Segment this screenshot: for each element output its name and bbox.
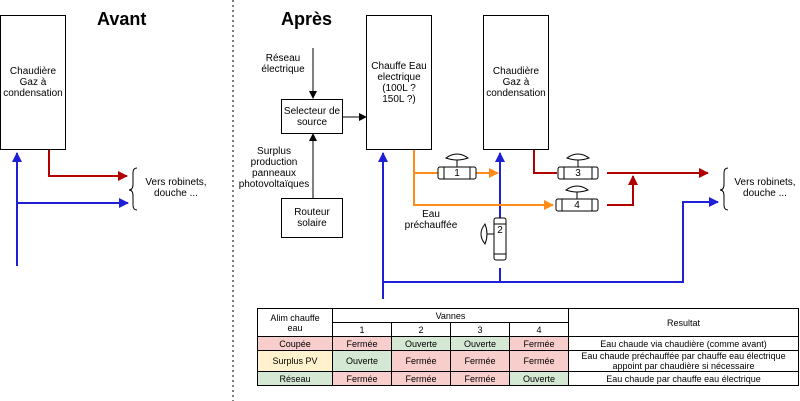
feed-cell: Surplus PV bbox=[257, 350, 333, 372]
header-valve-4: 4 bbox=[509, 322, 569, 337]
feed-cell: Réseau bbox=[257, 371, 333, 386]
preheated-label: Eau préchauffée bbox=[404, 209, 458, 231]
result-cell: Eau chaude préchauffée par chauffe eau é… bbox=[568, 350, 799, 372]
water-heater-box: Chauffe Eau electrique (100L ? 150L ?) bbox=[366, 15, 432, 150]
valve-2-label: 2 bbox=[497, 225, 503, 236]
hot-pipe-after-boiler bbox=[533, 150, 557, 174]
boiler-before-box: Chaudière Gaz à condensation bbox=[0, 15, 66, 150]
header-valve-2: 2 bbox=[391, 322, 451, 337]
title-after: Après bbox=[281, 9, 333, 29]
header-valve-3: 3 bbox=[450, 322, 510, 337]
header-valve-1: 1 bbox=[332, 322, 392, 337]
valve-state-table: Alim chauffe eau Vannes Resultat 1 2 3 4… bbox=[257, 308, 799, 386]
valve-3-label: 3 bbox=[575, 168, 581, 179]
state-cell: Fermée bbox=[391, 350, 451, 372]
table-row: Réseau Fermée Fermée Fermée Ouverte Eau … bbox=[257, 371, 799, 386]
grid-label: Réseau électrique bbox=[261, 53, 305, 75]
valve-4-icon[interactable] bbox=[555, 185, 599, 212]
taps-bracket-before bbox=[128, 167, 138, 211]
state-cell: Fermée bbox=[391, 371, 451, 386]
boiler-after-box: Chaudière Gaz à condensation bbox=[483, 15, 549, 150]
preheated-pipe-valve4 bbox=[413, 173, 554, 210]
header-result: Resultat bbox=[568, 308, 799, 337]
table-row: Coupée Fermée Ouverte Ouverte Fermée Eau… bbox=[257, 336, 799, 351]
cold-main-pipe bbox=[382, 268, 501, 299]
hot-pipe-after-valve4 bbox=[607, 175, 638, 206]
result-cell: Eau chaude via chaudière (comme avant) bbox=[568, 336, 799, 351]
pv-surplus-label: Surplus production panneaux photovoltaïq… bbox=[238, 146, 310, 190]
state-cell: Ouverte bbox=[450, 336, 510, 351]
state-cell: Fermée bbox=[509, 336, 569, 351]
state-cell: Fermée bbox=[450, 350, 510, 372]
state-cell: Fermée bbox=[450, 371, 510, 386]
state-cell: Fermée bbox=[332, 336, 392, 351]
state-cell: Ouverte bbox=[332, 350, 392, 372]
state-cell: Fermée bbox=[509, 350, 569, 372]
solar-router-box: Routeur solaire bbox=[281, 198, 343, 238]
taps-bracket-after bbox=[719, 167, 729, 211]
header-valves: Vannes bbox=[332, 308, 569, 323]
state-cell: Ouverte bbox=[391, 336, 451, 351]
cold-to-taps-after bbox=[500, 197, 719, 283]
title-before: Avant bbox=[97, 9, 147, 29]
header-feed: Alim chauffe eau bbox=[257, 308, 333, 337]
valve-2-icon[interactable] bbox=[480, 217, 507, 261]
taps-label-after: Vers robinets, douche ... bbox=[734, 177, 796, 199]
hot-pipe-before bbox=[48, 150, 128, 181]
taps-label-before: Vers robinets, douche ... bbox=[145, 177, 207, 199]
valve-1-label: 1 bbox=[454, 168, 460, 179]
valve-1-icon[interactable] bbox=[437, 153, 477, 180]
valve-4-label: 4 bbox=[574, 200, 580, 211]
state-cell: Ouverte bbox=[509, 371, 569, 386]
result-cell: Eau chaude par chauffe eau électrique bbox=[568, 371, 799, 386]
source-selector-box: Selecteur de source bbox=[281, 99, 343, 134]
table-row: Surplus PV Ouverte Fermée Fermée Fermée … bbox=[257, 350, 799, 372]
state-cell: Fermée bbox=[332, 371, 392, 386]
valve-3-icon[interactable] bbox=[557, 153, 599, 180]
feed-cell: Coupée bbox=[257, 336, 333, 351]
